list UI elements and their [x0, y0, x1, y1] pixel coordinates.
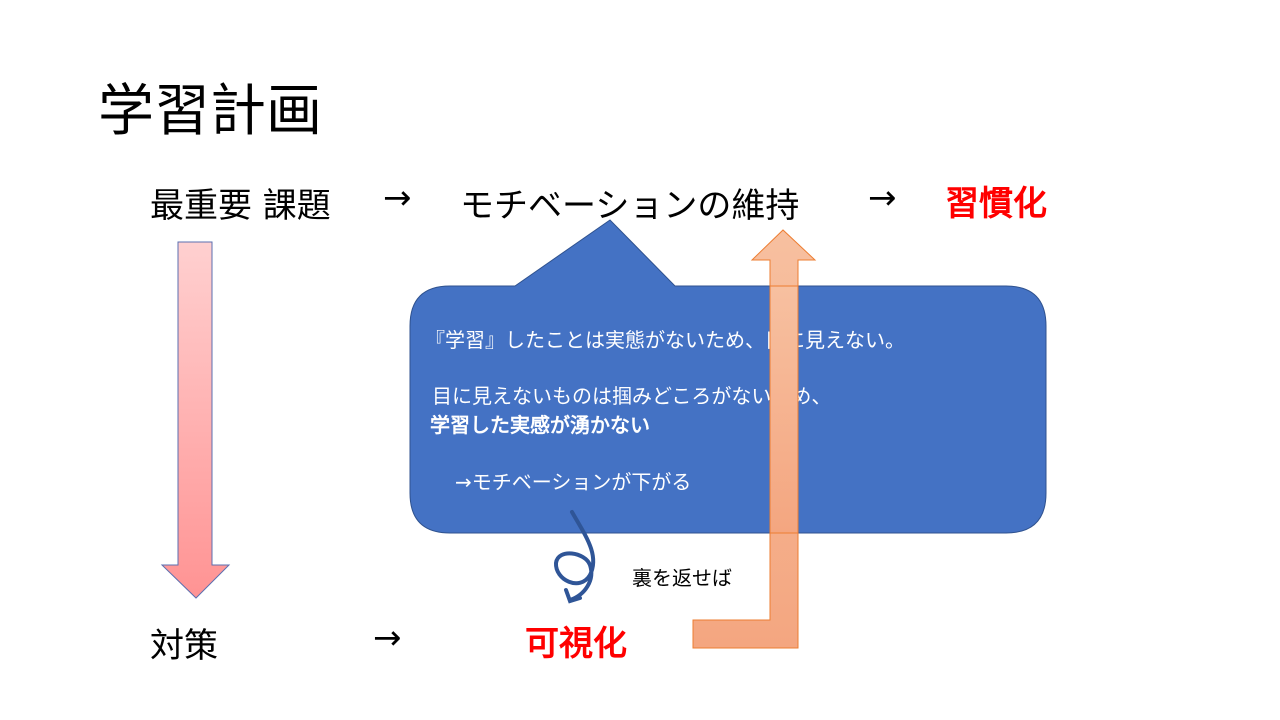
callout-bubble [409, 219, 1047, 534]
callout-line-2: 目に見えないものは掴みどころがないため、 [432, 384, 832, 408]
curly-arrow [554, 510, 596, 604]
visualize-label: 可視化 [525, 624, 627, 664]
flip-side-label: 裏を返せば [632, 566, 732, 590]
callout-line-1: 『学習』したことは実態がないため、目に見えない。 [425, 328, 905, 352]
key-issue-label: 最重要 課題 [150, 186, 331, 226]
down-arrow [160, 241, 231, 599]
motivation-label: モチベーションの維持 [460, 186, 800, 226]
arrow-text: → [373, 618, 402, 658]
callout-line-4: →モチベーションが下がる [455, 470, 692, 494]
arrow-text: → [868, 178, 897, 218]
measure-label: 対策 [150, 626, 218, 666]
arrow-text: → [383, 178, 412, 218]
habit-label: 習慣化 [945, 184, 1047, 224]
slide-title: 学習計画 [98, 79, 322, 144]
callout-line-3: 学習した実感が湧かない [430, 413, 650, 437]
